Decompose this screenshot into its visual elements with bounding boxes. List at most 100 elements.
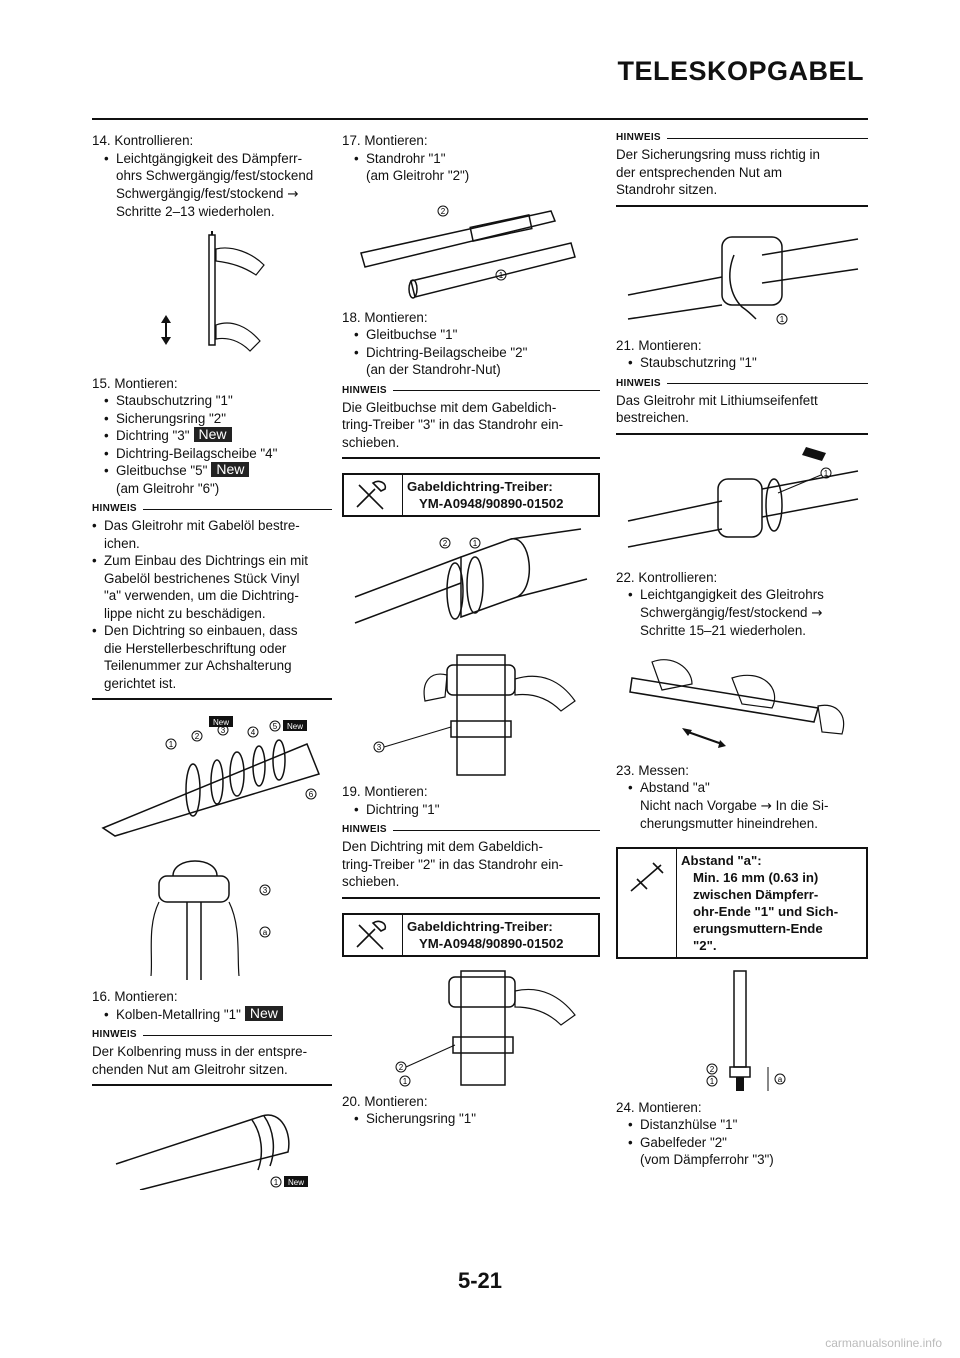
callout: 1: [710, 1077, 715, 1086]
note-cont: gerichtet ist.: [104, 675, 177, 691]
bullet: Dichtring-Beilagscheibe "2": [342, 344, 600, 362]
note-rule: [142, 1034, 332, 1036]
callout: 2: [195, 732, 200, 741]
note-heading: HINWEIS: [342, 824, 600, 836]
callout: 3: [377, 743, 382, 752]
step-19: 19. Montieren: Dichtring "1": [342, 783, 600, 818]
note-line: der entsprechenden Nut am: [616, 164, 782, 180]
figure-fork-check: [161, 230, 265, 352]
bullet: Dichtring "3"New: [92, 427, 332, 445]
figure-measure: 2 1 a: [706, 969, 786, 1091]
figure-driver-1: 3: [373, 654, 576, 776]
text: Nicht nach Vorgabe: [640, 797, 757, 813]
note-rule: [392, 390, 600, 391]
callout: 1: [169, 740, 174, 749]
note-body: Der Sicherungsring muss richtig in der e…: [616, 144, 868, 207]
bullet: Gleitbuchse "1": [342, 326, 600, 344]
note-line: chenden Nut am Gleitrohr sitzen.: [92, 1061, 288, 1077]
note-body: Das Gleitrohr mit Lithiumseifenfett best…: [616, 390, 868, 435]
spec-line: Abstand "a":: [681, 852, 762, 868]
note-line: Das Gleitrohr mit Lithiumseifenfett: [616, 392, 818, 408]
spec-line: "2".: [693, 937, 717, 953]
note-line: Der Kolbenring muss in der entspre-: [92, 1044, 308, 1059]
note-body: Die Gleitbuchse mit dem Gabeldich- tring…: [342, 397, 600, 459]
note-heading: HINWEIS: [92, 503, 332, 515]
step-heading: 19. Montieren:: [342, 784, 428, 799]
note-line: Standrohr sitzen.: [616, 182, 718, 197]
spec-line: erungsmuttern-Ende: [693, 920, 823, 936]
callout: 2: [443, 539, 448, 548]
note-line: tring-Treiber "2" in das Standrohr ein-: [342, 856, 564, 872]
bullet: Dichtring-Beilagscheibe "4": [92, 445, 332, 463]
note-cont: die Herstellerbeschriftung oder: [104, 640, 287, 656]
bullet: Standrohr "1": [342, 150, 600, 168]
tool-box: Gabeldichtring-Treiber: YM-A0948/90890-0…: [342, 473, 600, 517]
step-heading: 23. Messen:: [616, 762, 689, 778]
bullet-cont: Nicht nach Vorgabe → In die Si-: [616, 797, 868, 816]
step-16: 16. Montieren: Kolben-Metallring "1"New: [92, 988, 332, 1023]
step-21: 21. Montieren: Staubschutzring "1": [616, 337, 868, 372]
note-line: bestreichen.: [616, 410, 689, 425]
figure-slide-bush: 2 1: [354, 528, 588, 624]
footer-watermark[interactable]: carmanualsonline.info: [825, 1336, 942, 1350]
note-heading: HINWEIS: [616, 378, 868, 390]
figure-vinyl-seal: 3 a: [150, 860, 271, 980]
note-label: HINWEIS: [342, 384, 387, 396]
bullet: Kolben-Metallring "1"New: [92, 1005, 332, 1024]
step-17: 17. Montieren: Standrohr "1" (am Gleitro…: [342, 132, 600, 185]
note-cont: ichen.: [104, 535, 140, 551]
note-rule: [142, 508, 332, 510]
step-heading: 14. Kontrollieren:: [92, 133, 194, 148]
note-line: Der Sicherungsring muss richtig in: [616, 147, 820, 162]
arrow-icon: →: [760, 798, 772, 814]
bullet-cont: ohrs Schwergängig/fest/stockend: [116, 168, 314, 183]
note-rule: [666, 383, 868, 384]
callout: 1: [274, 1178, 279, 1187]
note-heading: HINWEIS: [92, 1029, 332, 1041]
figure-slide-check: [629, 658, 845, 748]
new-badge-label: New: [287, 722, 303, 731]
note-body: Den Dichtring mit dem Gabeldich- tring-T…: [342, 836, 600, 899]
tool-icon: [344, 475, 403, 515]
text: Schwergängig/fest/stockend: [640, 604, 808, 620]
note-line: tring-Treiber "3" in das Standrohr ein-: [342, 417, 564, 432]
bullet: Dichtring "1": [342, 801, 600, 819]
text: Kolben-Metallring "1": [116, 1006, 241, 1022]
note-label: HINWEIS: [616, 377, 661, 389]
figure-driver-2: 2 1: [395, 969, 576, 1086]
caliper-icon: [618, 848, 677, 957]
new-badge: New: [211, 462, 250, 477]
callout: 6: [309, 790, 314, 799]
bullet-cont: Schritte 15–21 wiederholen.: [640, 623, 807, 638]
note-box: HINWEIS Der Kolbenring muss in der entsp…: [92, 1029, 332, 1086]
callout: 2: [710, 1065, 715, 1074]
new-badge: New: [244, 1005, 283, 1021]
callout: 1: [780, 315, 785, 324]
step-20: 20. Montieren: Sicherungsring "1": [342, 1093, 600, 1128]
figure-circlip: 1: [627, 235, 859, 324]
column-3: HINWEIS Der Sicherungsring muss richtig …: [616, 132, 868, 1169]
bullet: Gabelfeder "2": [616, 1134, 868, 1152]
note-line: schieben.: [342, 874, 400, 889]
note-label: HINWEIS: [92, 1029, 137, 1041]
callout: 1: [403, 1077, 408, 1086]
bullet: Sicherungsring "1": [342, 1110, 600, 1128]
new-badge-label: New: [288, 1178, 304, 1187]
callout: 1: [473, 539, 478, 548]
bullet-cont: (an der Standrohr-Nut): [366, 362, 501, 377]
tool-text: Gabeldichtring-Treiber: YM-A0948/90890-0…: [403, 915, 567, 955]
spec-line: Min. 16 mm (0.63 in): [693, 869, 819, 885]
callout: 1: [499, 271, 504, 280]
page-title: TELESKOPGABEL: [617, 56, 864, 86]
spec-box: Abstand "a": Min. 16 mm (0.63 in) zwisch…: [616, 846, 868, 959]
note-bullet: Zum Einbau des Dichtrings ein mit: [92, 552, 332, 570]
note-heading: HINWEIS: [616, 132, 868, 144]
text: In die Si-: [775, 797, 829, 813]
tool-text: Gabeldichtring-Treiber: YM-A0948/90890-0…: [403, 475, 567, 515]
text: Gleitbuchse "5": [116, 463, 208, 478]
step-heading: 15. Montieren:: [92, 375, 178, 391]
bullet: Sicherungsring "2": [92, 410, 332, 428]
callout: a: [263, 928, 268, 937]
callout: 2: [441, 207, 446, 216]
callout: a: [778, 1075, 783, 1084]
